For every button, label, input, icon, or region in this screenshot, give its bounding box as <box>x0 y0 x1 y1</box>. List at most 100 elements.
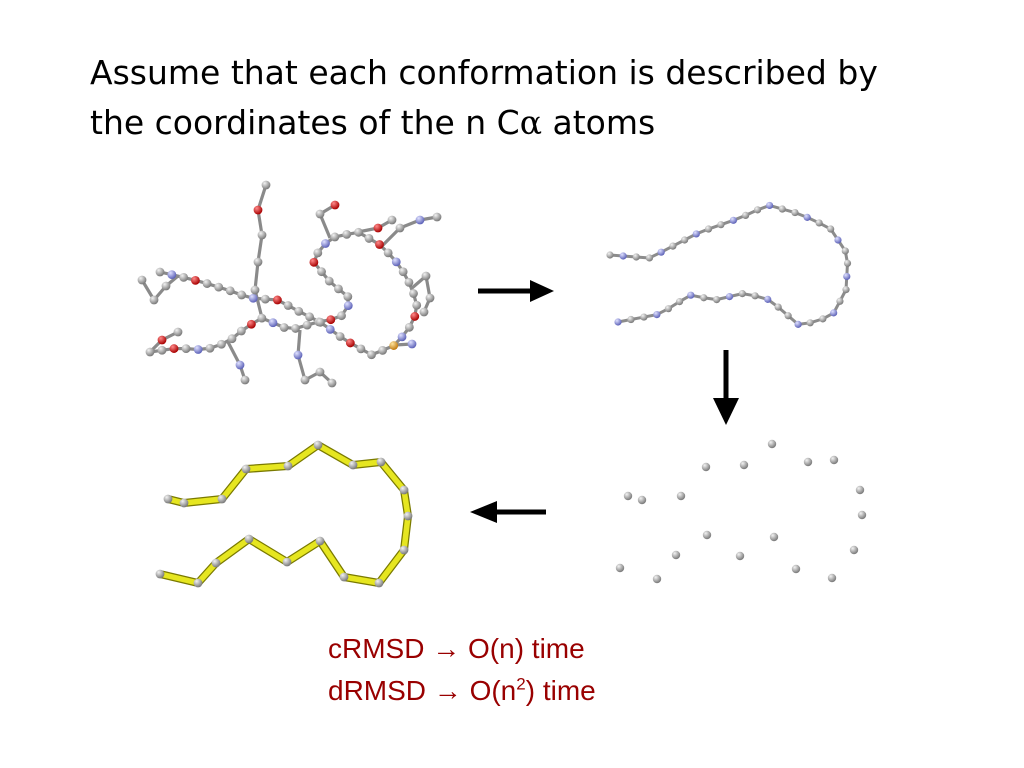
trace-atom <box>244 534 254 544</box>
full-atom <box>191 275 200 285</box>
calpha-atom <box>803 457 813 467</box>
backbone-atom <box>669 242 677 250</box>
trace-bond <box>243 463 291 472</box>
full-atom <box>356 344 366 354</box>
full-atom <box>225 286 235 296</box>
full-atom <box>268 318 278 328</box>
full-atom <box>337 311 346 321</box>
full-atom <box>419 307 429 317</box>
calpha-atom <box>849 545 859 555</box>
arrow-right-icon <box>478 280 554 302</box>
drmsd-line: dRMSD → O(n2) time <box>328 670 596 712</box>
trace-atom <box>283 461 293 471</box>
backbone-atom <box>778 205 786 213</box>
full-atom <box>367 350 376 360</box>
trace-bond <box>285 442 321 469</box>
implies-arrow-icon: → <box>432 633 461 664</box>
full-atom <box>330 232 340 242</box>
full-atom <box>317 267 326 277</box>
implies-arrow-icon: → <box>433 675 462 706</box>
full-atom <box>364 234 374 243</box>
full-atom <box>250 285 260 295</box>
backbone-atom <box>803 213 811 221</box>
backbone-atom <box>713 296 721 304</box>
exponent: 2 <box>516 674 526 694</box>
full-atom <box>398 267 408 277</box>
calpha-atom <box>855 485 865 495</box>
backbone-atom <box>664 305 673 313</box>
title-line-2-text: the coordinates of the n C <box>90 103 520 142</box>
backbone-atom <box>717 221 725 229</box>
backbone-atom <box>725 293 734 301</box>
full-atom <box>260 294 270 304</box>
calpha-atom <box>637 495 647 505</box>
trace-atom <box>193 578 203 588</box>
full-atom <box>313 248 323 258</box>
backbone-atom <box>704 225 713 233</box>
calpha-atom <box>735 551 745 561</box>
drmsd-label: dRMSD <box>328 675 427 706</box>
full-atom <box>373 223 383 233</box>
trace-bond <box>341 574 382 586</box>
backbone-atom <box>680 236 689 244</box>
full-atom <box>155 267 165 277</box>
trace-atom <box>163 494 173 504</box>
full-atom <box>421 271 431 281</box>
full-atom <box>157 335 167 345</box>
trace-bond <box>213 536 252 566</box>
calpha-points-image <box>615 439 867 584</box>
full-atom <box>410 312 420 321</box>
full-atom <box>343 292 353 301</box>
full-atom <box>300 375 310 385</box>
full-atom <box>169 344 179 353</box>
full-atom <box>404 322 414 332</box>
trace-atom <box>241 464 251 474</box>
trace-atom <box>217 494 227 504</box>
trace-atom <box>282 557 292 567</box>
crmsd-line: cRMSD → O(n) time <box>328 628 596 670</box>
full-atom <box>161 281 171 291</box>
backbone-atom <box>741 211 750 220</box>
backbone-atom <box>794 320 802 328</box>
calpha-atom <box>769 532 779 542</box>
slide-title: Assume that each conformation is describ… <box>90 48 990 148</box>
trace-atom <box>315 536 325 546</box>
full-atom <box>240 375 250 385</box>
full-atom <box>343 301 353 311</box>
full-atom <box>316 317 325 327</box>
full-atom <box>179 273 189 282</box>
full-atom <box>315 209 325 219</box>
backbone-atom <box>834 236 842 244</box>
backbone-atom <box>774 303 782 311</box>
backbone-atom <box>843 272 851 281</box>
backbone-atom <box>764 295 772 303</box>
crmsd-complexity: O(n) time <box>468 633 585 664</box>
trace-bond <box>219 466 249 502</box>
full-atom <box>202 279 212 288</box>
trace-atom <box>348 460 358 470</box>
backbone-atom <box>700 294 708 302</box>
full-atom <box>415 215 425 225</box>
trace-atom <box>339 572 349 582</box>
calpha-atom <box>702 530 712 540</box>
full-atom <box>293 350 303 360</box>
trace-bond <box>378 459 407 493</box>
alpha-symbol: α <box>519 103 543 142</box>
full-atom <box>321 239 330 248</box>
trace-bond <box>317 538 347 580</box>
full-atom <box>261 180 271 190</box>
full-atom <box>167 270 177 280</box>
full-atom <box>246 319 256 329</box>
backbone-atom <box>738 290 746 298</box>
full-atom <box>404 278 414 287</box>
backbone-atom <box>827 225 835 233</box>
full-atom <box>383 248 393 258</box>
full-atom <box>173 327 183 337</box>
trace-bond <box>284 538 323 565</box>
full-atom <box>324 276 334 286</box>
full-atom <box>193 345 203 354</box>
trace-atom <box>179 498 189 508</box>
full-atom <box>294 306 304 316</box>
trace-bond <box>195 560 219 586</box>
